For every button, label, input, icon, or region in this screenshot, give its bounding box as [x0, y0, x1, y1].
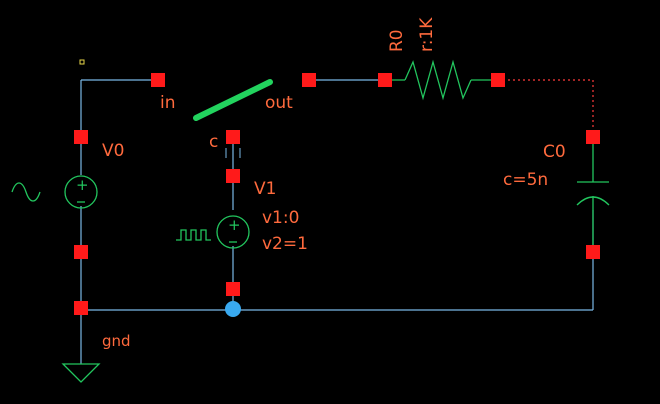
c0-param-label: c=5n [503, 170, 548, 190]
v1-source[interactable]: + [176, 215, 250, 249]
junction-node[interactable] [225, 301, 241, 317]
pulse-wave-icon [176, 229, 211, 241]
ground-icon [61, 363, 101, 383]
pin-r0-right[interactable] [491, 73, 505, 87]
switch-in-label: in [160, 93, 176, 113]
wires [80, 79, 594, 364]
v1-body [216, 215, 250, 249]
v1-param2-label: v2=1 [262, 234, 308, 254]
pin-v0-top[interactable] [74, 130, 88, 144]
v0-source[interactable]: + [11, 175, 98, 209]
selection-marker [79, 59, 85, 65]
pin-switch-out[interactable] [302, 73, 316, 87]
ground-symbol[interactable] [61, 363, 101, 383]
pin-c0-bottom[interactable] [586, 245, 600, 259]
pin-v1-top[interactable] [226, 169, 240, 183]
pin-gnd[interactable] [74, 301, 88, 315]
switch-blade [193, 79, 273, 121]
resistor-zigzag [404, 59, 472, 101]
pin-v1-bottom[interactable] [226, 282, 240, 296]
pin-v0-bottom[interactable] [74, 245, 88, 259]
switch-out-label: out [265, 93, 293, 113]
v1-name-label: V1 [254, 179, 276, 199]
v0-body [64, 175, 98, 209]
pin-c0-top[interactable] [586, 130, 600, 144]
dotted-wire[interactable] [498, 79, 594, 137]
r0-resistor[interactable] [385, 59, 498, 101]
r0-param-label: r:1K [417, 17, 437, 52]
v1-plus: + [228, 216, 241, 234]
switch-name-label: c [209, 132, 218, 152]
v0-plus: + [76, 176, 89, 194]
v0-name-label: V0 [102, 141, 124, 161]
sine-wave-icon [11, 182, 41, 202]
c0-name-label: C0 [543, 142, 566, 162]
pin-switch-ctrl[interactable] [226, 130, 240, 144]
r0-name-label: R0 [387, 29, 407, 52]
pin-switch-in[interactable] [151, 73, 165, 87]
switch-device[interactable] [193, 79, 273, 158]
gnd-label: gnd [102, 332, 131, 350]
pin-r0-left[interactable] [378, 73, 392, 87]
pins [74, 73, 600, 315]
c0-capacitor[interactable] [576, 137, 610, 252]
v1-param1-label: v1:0 [262, 208, 299, 228]
